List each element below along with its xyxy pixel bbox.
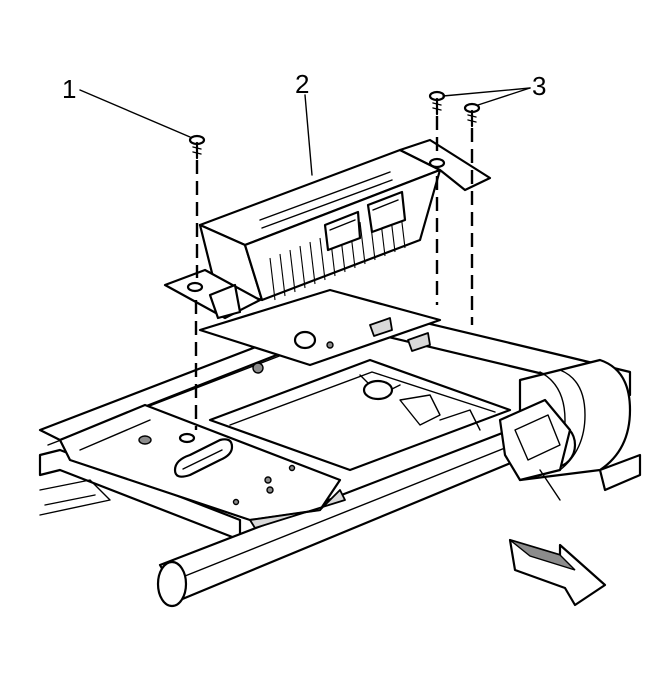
front-direction-arrow [508, 538, 607, 607]
callout-3: 3 [532, 71, 546, 101]
control-module [163, 138, 492, 352]
callout-1: 1 [62, 74, 76, 104]
fastener-bolt-1 [188, 134, 206, 160]
installation-lines [194, 116, 474, 430]
mounting-bracket [58, 288, 442, 529]
frame-structure [38, 298, 642, 608]
leader-lines [79, 87, 531, 176]
callout-2: 2 [295, 69, 309, 99]
fastener-bolt-3b [463, 102, 481, 128]
fastener-bolt-3a [428, 90, 446, 116]
